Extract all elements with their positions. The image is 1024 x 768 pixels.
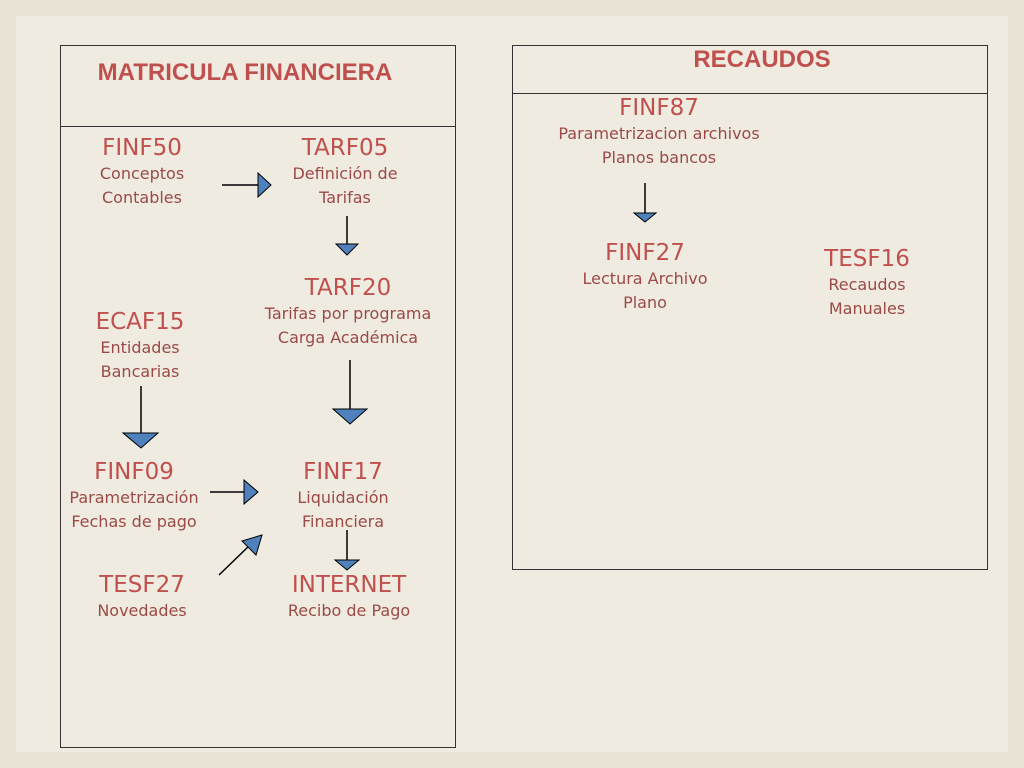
node-code: FINF09 <box>94 459 174 485</box>
node-code: TESF27 <box>99 572 185 598</box>
node-finf50: FINF50 Conceptos Contables <box>100 134 184 210</box>
node-description: Conceptos <box>99 164 185 183</box>
recaudos-title: RECAUDOS <box>693 46 831 73</box>
node-code: FINF50 <box>102 135 182 161</box>
node-description: Liquidación <box>297 488 389 507</box>
node-tesf16: TESF16 Recaudos Manuales <box>824 245 910 321</box>
matricula-header-divider <box>60 126 456 127</box>
recaudos-panel <box>512 45 988 570</box>
node-description: Lectura Archivo <box>582 269 708 288</box>
node-finf27: FINF27 Lectura Archivo Plano <box>583 239 708 315</box>
node-code: TARF20 <box>304 275 392 301</box>
matricula-financiera-panel <box>60 45 456 748</box>
node-description: Manuales <box>828 299 906 318</box>
node-tesf27: TESF27 Novedades <box>97 571 186 623</box>
node-finf87: FINF87 Parametrizacion archivos Planos b… <box>558 94 759 170</box>
recaudos-header-divider <box>512 93 988 94</box>
node-description: Recaudos <box>828 275 906 294</box>
node-code: FINF87 <box>619 95 699 121</box>
node-description: Plano <box>623 293 667 312</box>
node-tarf05: TARF05 Definición de Tarifas <box>292 134 397 210</box>
node-code: INTERNET <box>291 572 407 598</box>
node-description: Recibo de Pago <box>287 601 411 620</box>
node-code: FINF17 <box>303 459 383 485</box>
matricula-financiera-title: MATRICULA FINANCIERA <box>97 59 393 86</box>
node-finf09: FINF09 Parametrización Fechas de pago <box>69 458 198 534</box>
node-description: Definición de <box>292 164 398 183</box>
node-description: Entidades <box>100 338 180 357</box>
node-description: Novedades <box>97 601 187 620</box>
node-ecaf15: ECAF15 Entidades Bancarias <box>96 308 185 384</box>
node-description: Fechas de pago <box>71 512 197 531</box>
node-description: Parametrización <box>69 488 199 507</box>
node-code: FINF27 <box>605 240 685 266</box>
node-code: ECAF15 <box>95 309 185 335</box>
node-tarf20: TARF20 Tarifas por programa Carga Académ… <box>265 274 432 350</box>
node-description: Tarifas por programa <box>264 304 432 323</box>
node-description: Tarifas <box>319 188 371 207</box>
node-internet: INTERNET Recibo de Pago <box>288 571 410 623</box>
node-description: Carga Académica <box>277 328 419 347</box>
node-description: Planos bancos <box>601 148 717 167</box>
node-description: Parametrizacion archivos <box>558 124 760 143</box>
node-description: Contables <box>102 188 182 207</box>
node-code: TESF16 <box>824 246 910 272</box>
node-description: Bancarias <box>100 362 180 381</box>
node-finf17: FINF17 Liquidación Financiera <box>297 458 388 534</box>
node-description: Financiera <box>301 512 385 531</box>
node-code: TARF05 <box>301 135 389 161</box>
